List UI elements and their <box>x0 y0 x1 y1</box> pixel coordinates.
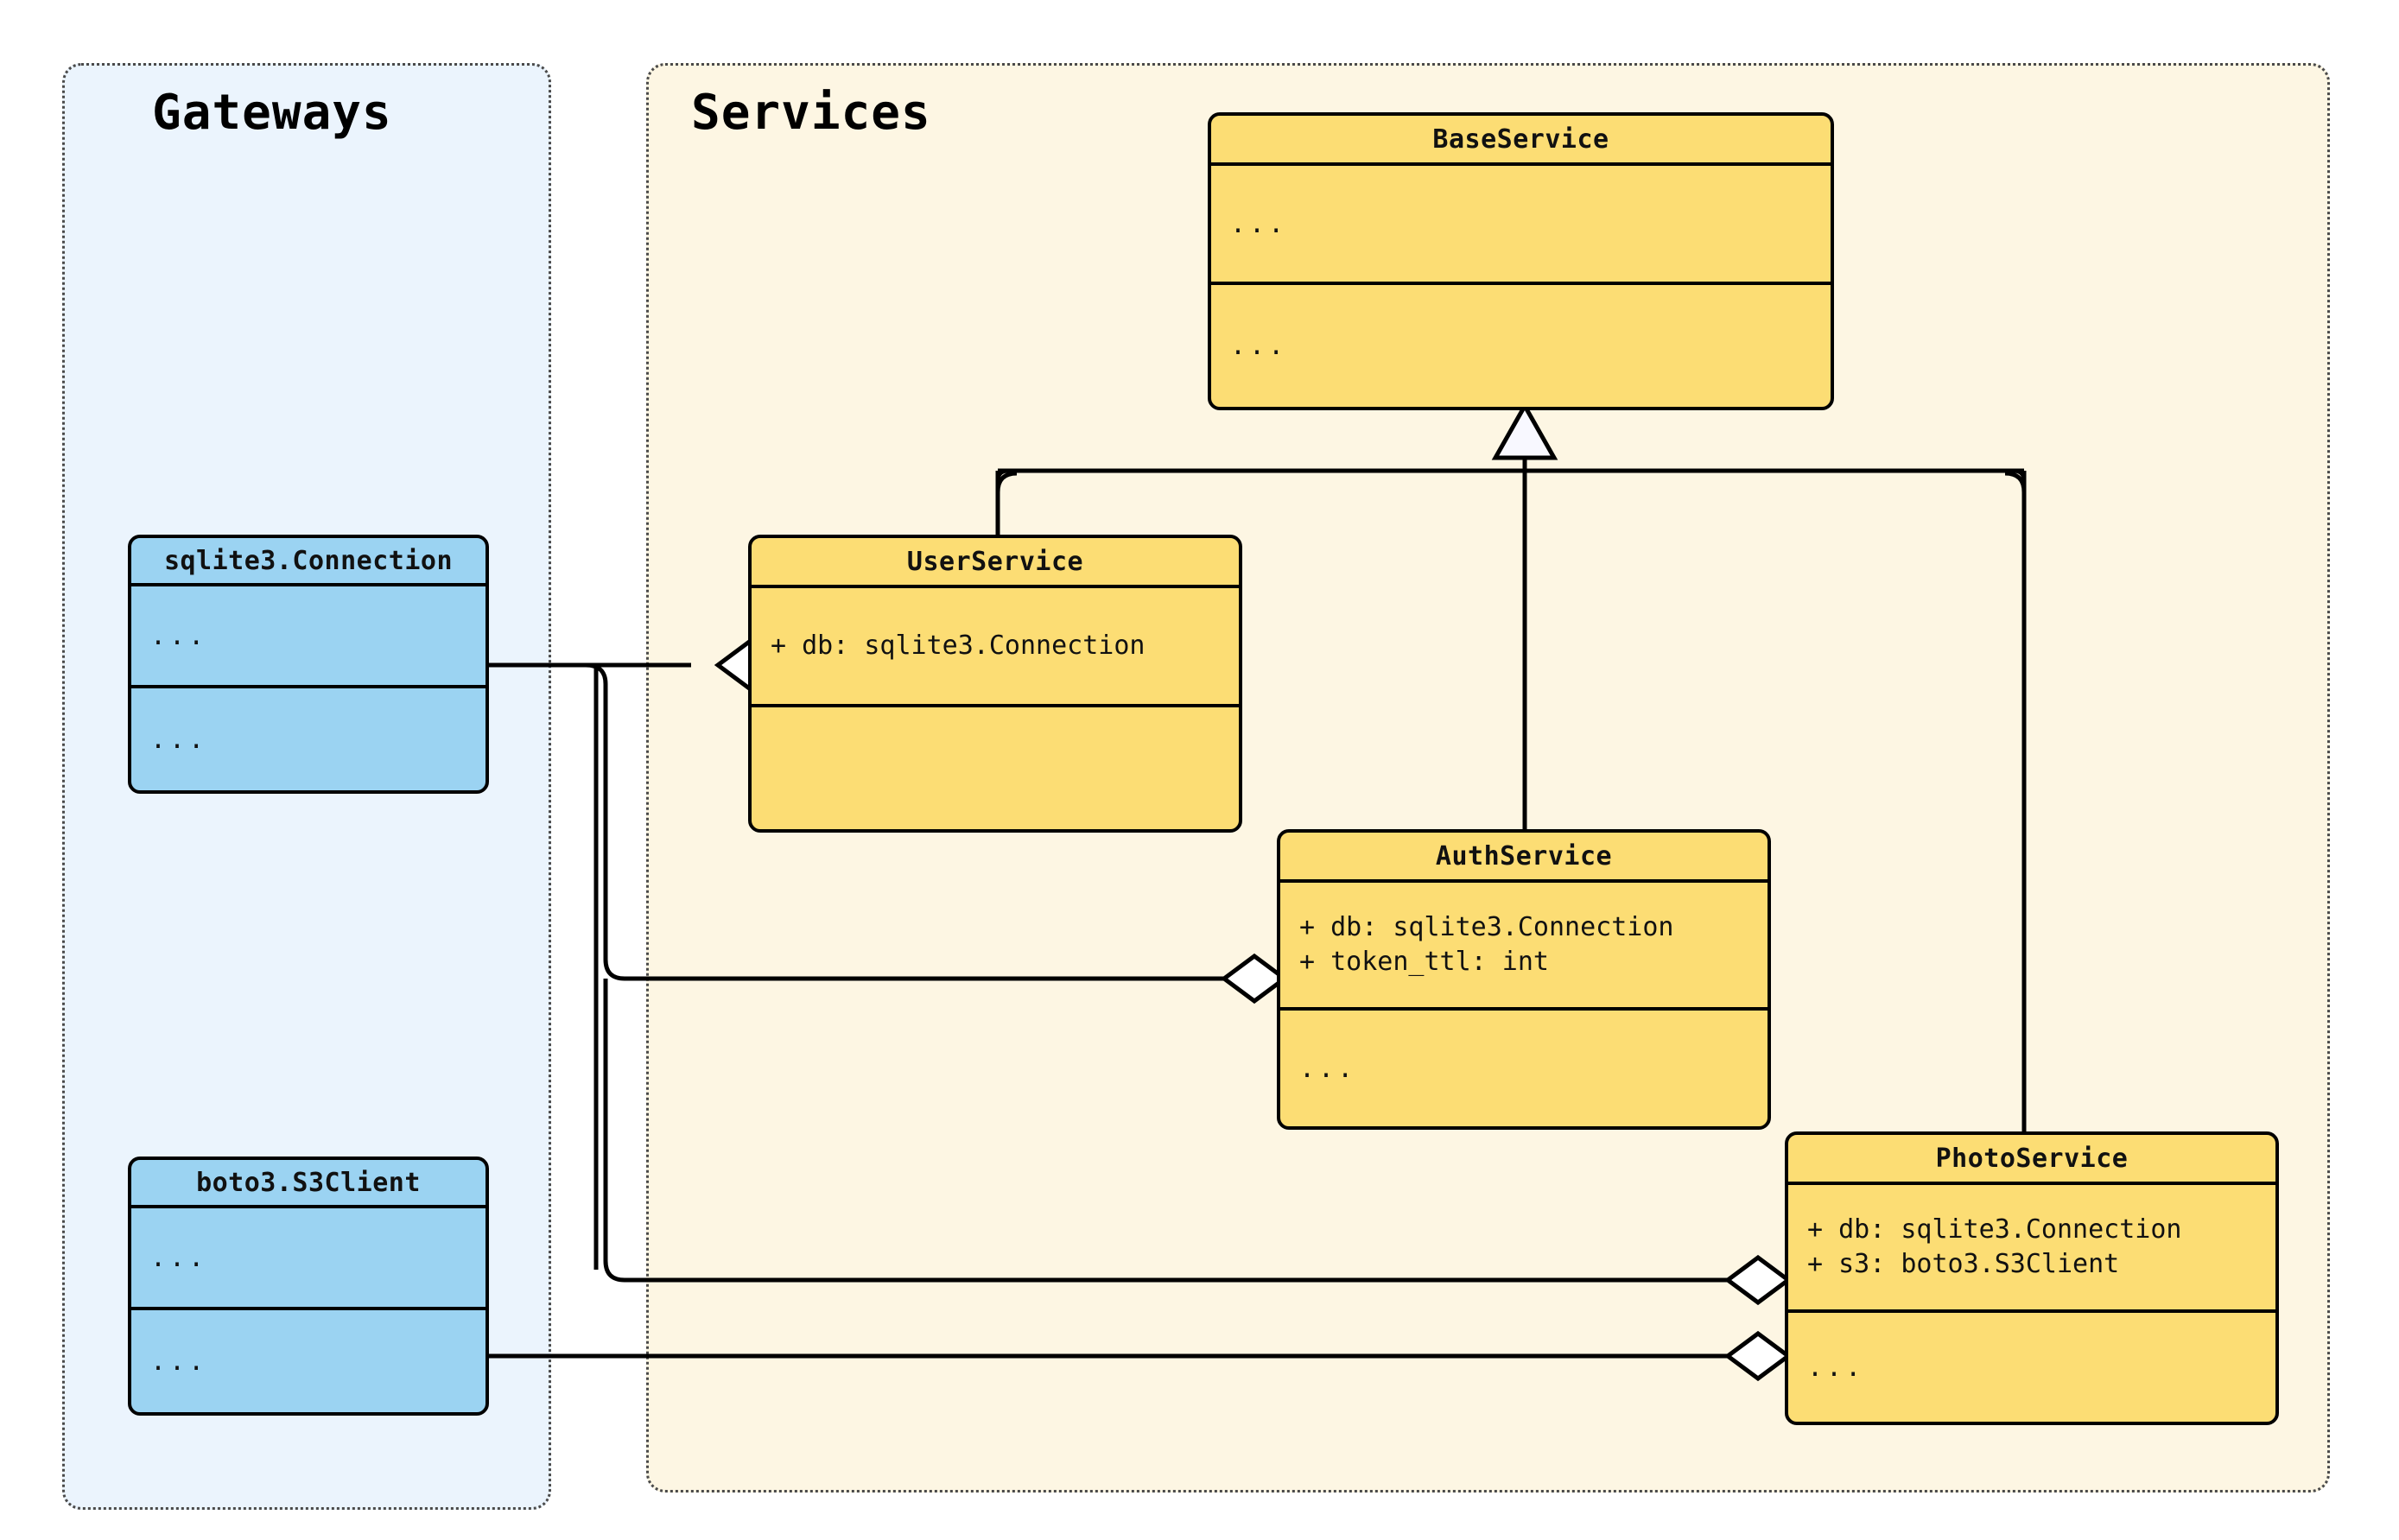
node-attributes: + db: sqlite3.Connection + token_ttl: in… <box>1280 883 1768 1011</box>
node-userservice[interactable]: UserService + db: sqlite3.Connection <box>748 535 1242 833</box>
package-gateways-title: Gateways <box>152 85 392 141</box>
node-methods: ... <box>1299 1053 1357 1084</box>
node-methods: ... <box>150 1346 208 1377</box>
node-methods <box>752 707 1239 829</box>
node-title: sqlite3.Connection <box>131 538 486 586</box>
node-methods: ... <box>1230 331 1288 361</box>
node-boto3-s3client[interactable]: boto3.S3Client ... ... <box>128 1157 489 1416</box>
node-attributes: + db: sqlite3.Connection <box>752 588 1239 707</box>
node-title: PhotoService <box>1788 1135 2275 1185</box>
node-attributes: ... <box>131 1208 486 1310</box>
attr-list: + db: sqlite3.Connection + s3: boto3.S3C… <box>1807 1214 2182 1279</box>
node-methods: ... <box>1807 1352 1865 1383</box>
node-methods: ... <box>150 724 208 755</box>
node-title: BaseService <box>1211 116 1831 166</box>
node-attributes: ... <box>1211 166 1831 285</box>
attr-list: + db: sqlite3.Connection + token_ttl: in… <box>1299 912 1674 977</box>
agg-sqlite-trunk-top <box>585 662 608 960</box>
node-sqlite3-connection[interactable]: sqlite3.Connection ... ... <box>128 535 489 794</box>
node-title: boto3.S3Client <box>131 1160 486 1208</box>
package-services-title: Services <box>691 85 931 141</box>
node-title: AuthService <box>1280 833 1768 883</box>
node-attributes: + db: sqlite3.Connection + s3: boto3.S3C… <box>1788 1185 2275 1313</box>
node-baseservice[interactable]: BaseService ... ... <box>1208 112 1834 410</box>
node-photoservice[interactable]: PhotoService + db: sqlite3.Connection + … <box>1785 1131 2279 1425</box>
node-title: UserService <box>752 538 1239 588</box>
node-authservice[interactable]: AuthService + db: sqlite3.Connection + t… <box>1277 829 1771 1130</box>
node-attributes: ... <box>131 586 486 688</box>
